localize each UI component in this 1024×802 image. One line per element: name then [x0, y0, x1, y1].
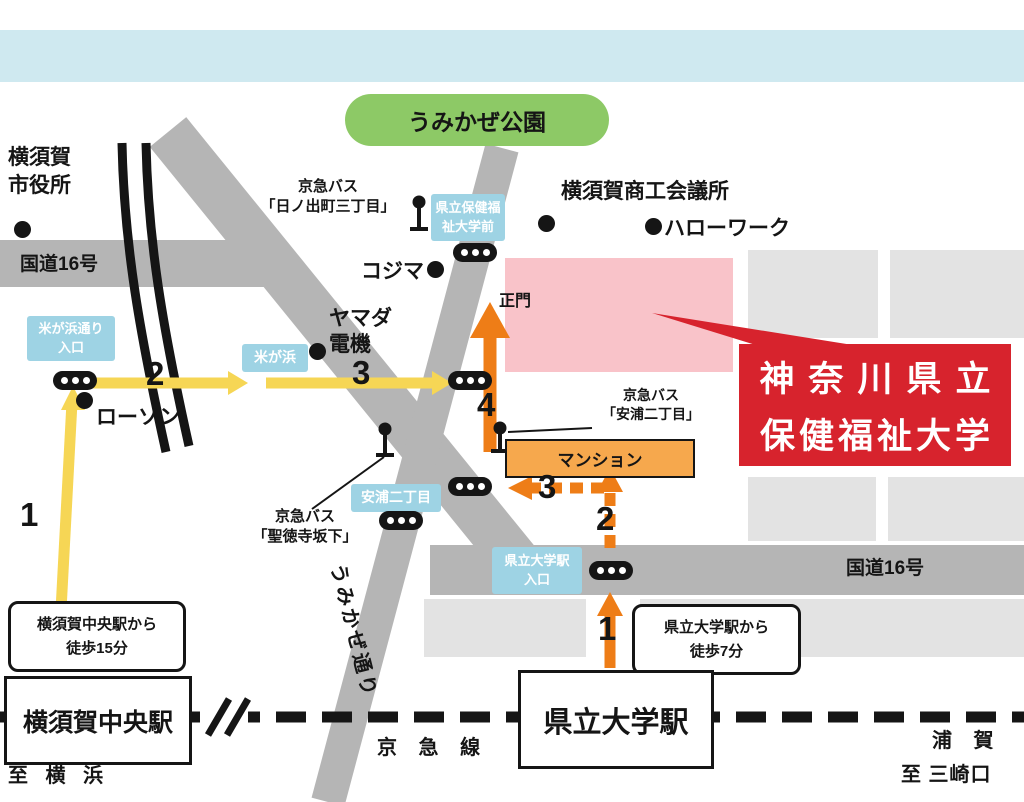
bus-stop-yasuura-label: 京急バス 「安浦二丁目」 — [602, 387, 700, 422]
to-misakiguchi-label: 至 三崎口 — [901, 764, 992, 786]
station-kenritsu-daigaku: 県立大学駅 — [518, 670, 714, 769]
chamber-of-commerce-label: 横須賀商工会議所 — [561, 180, 729, 203]
route-step-shared-4: 4 — [477, 386, 496, 423]
yamada-denki-dot — [309, 343, 326, 360]
yasuura-bus-stop-label: 安浦二丁目 — [351, 484, 441, 512]
city-hall-dot — [14, 221, 31, 238]
traffic-signal-icon — [53, 371, 97, 390]
lawson-label: ローソン — [96, 406, 180, 429]
route-step-orange-3: 3 — [538, 468, 557, 505]
sea-area — [0, 30, 1024, 82]
bus-stop-univ-front-label: 県立保健福 祉大学前 — [431, 194, 505, 241]
kojima-dot — [427, 261, 444, 278]
kojima-label: コジマ — [361, 260, 424, 283]
mansion-label: マンション — [557, 451, 643, 470]
station-yokosuka-chuo-label: 横須賀中央駅 — [22, 708, 173, 737]
city-hall-label: 横須賀 市役所 — [8, 146, 71, 197]
hellowork-dot — [645, 218, 662, 235]
university-name-callout: 神奈川県立 保健福祉大学 — [739, 344, 1011, 466]
hellowork-label: ハローワーク — [664, 217, 790, 240]
traffic-signal-icon — [379, 511, 423, 530]
route16-road — [0, 117, 1024, 595]
label-connector-lines — [311, 427, 593, 510]
main-gate-label: 正門 — [499, 293, 532, 310]
walk-15min-note: 横須賀中央駅から 徒歩15分 — [8, 601, 186, 672]
route-step-yellow-2: 2 — [146, 355, 165, 392]
university-campus-area — [505, 258, 733, 372]
orange-walking-route — [470, 302, 623, 668]
bus-stop-shotokuji-label: 京急バス 「聖徳寺坂下」 — [252, 508, 358, 545]
lawson-dot — [76, 392, 93, 409]
walk-7min-note: 県立大学駅から 徒歩7分 — [632, 604, 801, 675]
route16-left-label: 国道16号 — [20, 254, 99, 275]
umikaze-park-label: うみかぜ公園 — [408, 109, 546, 135]
uraga-label: 浦 賀 — [932, 730, 1002, 752]
university-callout-pointer — [652, 313, 884, 350]
umikaze-park: うみかぜ公園 — [345, 94, 609, 146]
station-yokosuka-chuo: 横須賀中央駅 — [4, 676, 192, 765]
city-block — [748, 477, 876, 541]
komegahama-bus-stop-label: 米が浜 — [242, 344, 308, 372]
route-step-yellow-1: 1 — [20, 496, 39, 533]
keikyu-railway-line — [0, 697, 1024, 737]
yamada-denki-label: ヤマダ 電機 — [329, 307, 392, 357]
traffic-signal-icon — [448, 477, 492, 496]
station-kenritsu-daigaku-label: 県立大学駅 — [543, 706, 689, 739]
university-name-line1: 神奈川県立 — [759, 360, 1005, 399]
keikyu-line-label: 京 急 線 — [377, 737, 489, 759]
traffic-signal-icon — [453, 243, 497, 262]
city-block — [888, 477, 1024, 541]
city-block — [424, 599, 586, 657]
traffic-signal-icon — [448, 371, 492, 390]
to-yokohama-label: 至 横 浜 — [8, 765, 110, 787]
komegahama-entrance-label: 米が浜通り 入口 — [27, 316, 115, 361]
route-step-orange-1: 1 — [598, 610, 617, 647]
mansion-building: マンション — [505, 439, 695, 478]
chamber-of-commerce-dot — [538, 215, 555, 232]
route-step-yellow-3: 3 — [352, 354, 371, 391]
bus-stop-hinode-label: 京急バス 「日ノ出町三丁目」 — [260, 178, 396, 215]
bus-stop-pole-icon — [376, 195, 509, 457]
traffic-signal-icon — [589, 561, 633, 580]
route16-right-label: 国道16号 — [846, 558, 925, 579]
city-block — [748, 250, 878, 338]
route-step-orange-2: 2 — [596, 500, 615, 537]
kenritsu-station-entrance-label: 県立大学駅 入口 — [492, 547, 582, 594]
city-block — [890, 250, 1024, 338]
university-name-line2: 保健福祉大学 — [759, 417, 994, 456]
railway-curve-icon — [117, 142, 194, 453]
